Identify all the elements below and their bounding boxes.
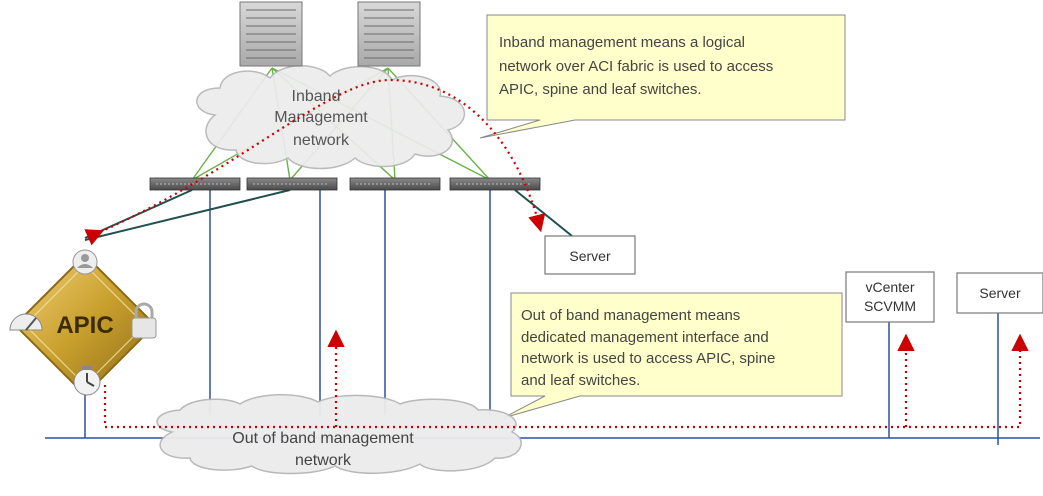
server-label-oob: Server	[979, 285, 1021, 301]
oob-cloud-label-1: Out of band management	[232, 430, 414, 447]
gauge-icon	[9, 313, 43, 331]
spine-switch-icon	[357, 1, 421, 67]
spine-switch-icon	[239, 1, 303, 67]
leaf-device-links	[84, 189, 573, 241]
oob-callout-line-1: Out of band management means	[521, 307, 740, 324]
server-label-inband: Server	[569, 248, 611, 264]
inband-management-path	[84, 78, 546, 246]
oob-management-path	[103, 333, 1029, 429]
apic-label: APIC	[56, 312, 113, 339]
leaf-switch-icon	[246, 177, 338, 191]
inband-callout-line-1: Inband management means a logical	[499, 34, 745, 51]
clock-icon	[73, 366, 101, 396]
vcenter-box: vCenter SCVMM	[845, 271, 935, 323]
user-icon	[72, 249, 98, 275]
vcenter-label-2: SCVMM	[864, 298, 916, 314]
oob-cloud-label-2: network	[295, 452, 352, 469]
lock-icon	[131, 302, 157, 339]
oob-callout-line-4: and leaf switches.	[521, 372, 640, 389]
inband-cloud-label-2: Management	[274, 109, 368, 126]
inband-callout-line-3: APIC, spine and leaf switches.	[499, 81, 702, 98]
inband-cloud-label-3: network	[293, 132, 350, 149]
leaf-switch-icon	[349, 177, 441, 191]
oob-cloud-icon: Out of band management network	[156, 394, 522, 475]
leaf-switch-icon	[449, 177, 541, 191]
vcenter-label-1: vCenter	[865, 279, 914, 295]
inband-callout: Inband management means a logical networ…	[479, 14, 846, 139]
oob-callout-line-3: network is used to access APIC, spine	[521, 350, 775, 367]
server-box-oob: Server	[956, 272, 1043, 314]
server-box-inband: Server	[544, 235, 636, 275]
leaf-switch-icon	[149, 177, 241, 191]
oob-callout-line-2: dedicated management interface and	[521, 329, 769, 346]
oob-callout: Out of band management means dedicated m…	[502, 292, 843, 419]
inband-cloud-label-1: Inband	[292, 88, 341, 105]
inband-callout-line-2: network over ACI fabric is used to acces…	[499, 58, 773, 75]
inband-cloud-icon: Inband Management network	[196, 65, 466, 170]
